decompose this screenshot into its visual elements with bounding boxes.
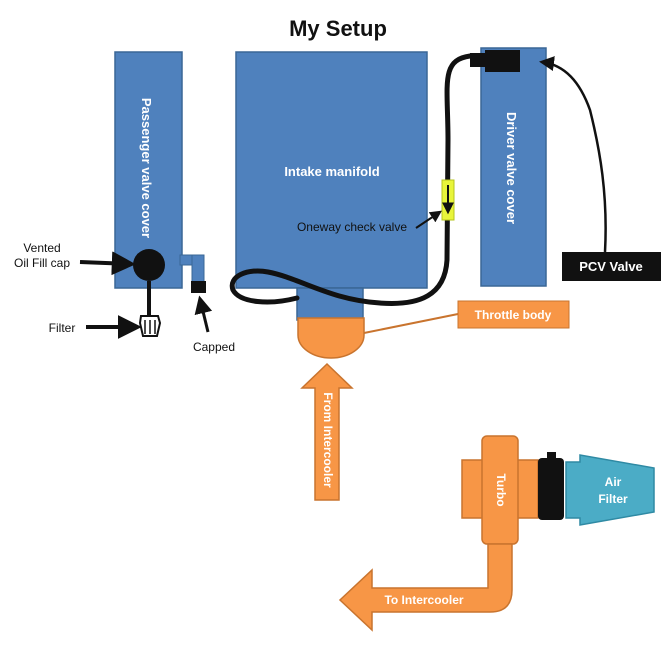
air-filter-label-line2: Filter — [598, 492, 628, 506]
throttle-body-neck — [296, 287, 364, 321]
driver-valve-cover — [480, 47, 547, 287]
capped-pointer-arrow — [194, 295, 213, 333]
pcv-valve-label: PCV Valve — [579, 259, 643, 274]
intake-manifold-label: Intake manifold — [284, 164, 379, 179]
intake-manifold — [235, 51, 428, 289]
coupler-clamp — [547, 452, 556, 460]
capped-port-tube-vertical — [191, 254, 205, 284]
passenger-valve-cover — [114, 51, 183, 289]
capped-label: Capped — [193, 340, 235, 354]
throttle-body-leader — [363, 313, 459, 334]
driver-valve-cover-label: Driver valve cover — [504, 112, 519, 224]
check-valve-pointer-arrow — [415, 210, 442, 229]
pcv-valve-label-box — [562, 252, 661, 281]
pcv-valve-tip — [470, 53, 486, 67]
passenger-valve-cover-label: Passenger valve cover — [139, 98, 154, 238]
vented-pointer-arrow — [79, 251, 136, 276]
vacuum-hose — [229, 53, 489, 306]
check-valve-label: Oneway check valve — [297, 220, 407, 234]
air-filter-label-line1: Air — [605, 475, 622, 489]
to-intercooler-label: To Intercooler — [384, 593, 463, 607]
air-filter — [565, 454, 655, 526]
turbo-label: Turbo — [494, 473, 508, 506]
vented-oil-fill-cap — [133, 249, 165, 281]
throttle-body-label: Throttle body — [475, 308, 552, 322]
filter-label: Filter — [49, 321, 76, 335]
vented-label-line2: Oil Fill cap — [14, 256, 70, 270]
intake-coupler — [538, 458, 564, 520]
capped-port-cap — [191, 281, 206, 293]
throttle-body — [297, 317, 365, 359]
pcv-pointer-arrow — [539, 56, 607, 253]
diagram-title: My Setup — [289, 16, 387, 41]
from-intercooler-arrow — [300, 362, 354, 501]
from-intercooler-label: From Intercooler — [321, 392, 335, 488]
pcv-valve-body — [485, 50, 520, 72]
vented-label-line1: Vented — [23, 241, 60, 255]
turbo-outlet-pipe — [338, 543, 513, 632]
throttle-body-label-box — [457, 300, 570, 329]
